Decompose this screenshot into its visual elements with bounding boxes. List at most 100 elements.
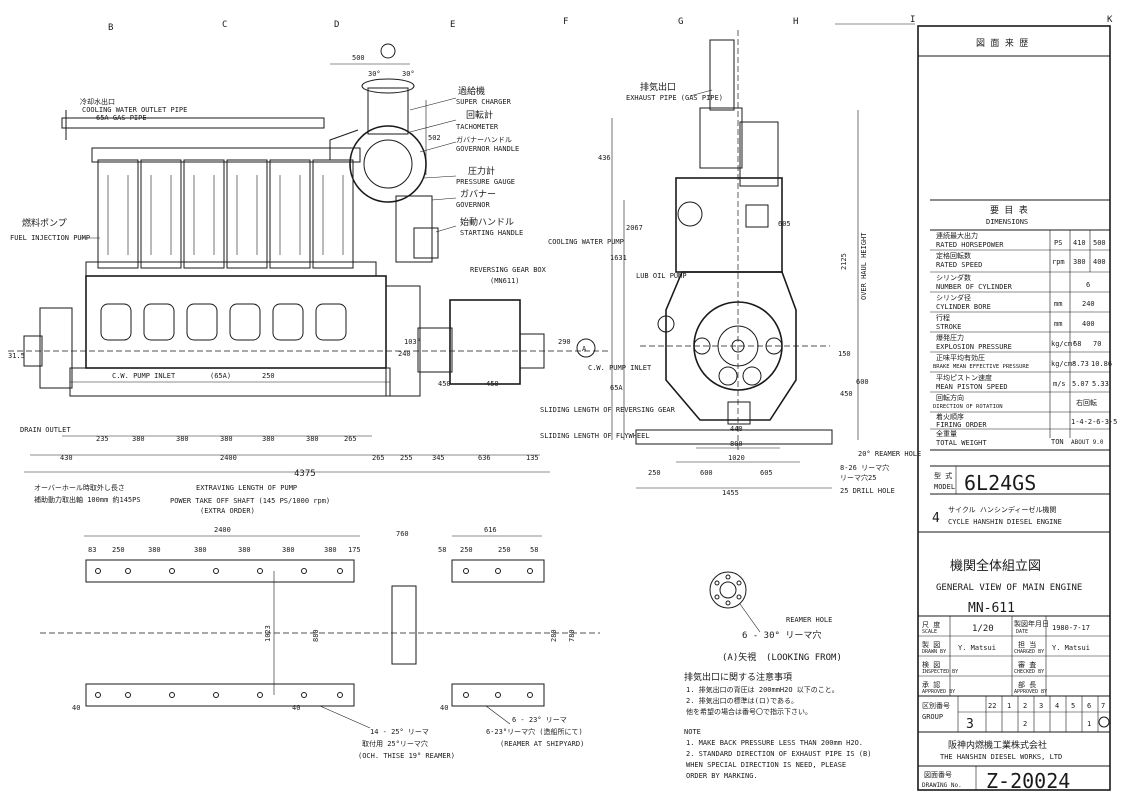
spec-row: 正味平均有効圧 BRAKE MEAN EFFECTIVE PRESSURE kg…: [930, 353, 1112, 373]
svg-text:8.73: 8.73: [1072, 360, 1089, 368]
svg-text:Y. Matsui: Y. Matsui: [958, 644, 996, 652]
svg-text:780: 780: [568, 629, 576, 642]
drawing-number: Z-20024: [986, 769, 1070, 793]
svg-text:リーマ穴25: リーマ穴25: [840, 473, 876, 482]
svg-text:DRAWN BY: DRAWN BY: [922, 649, 946, 655]
drawing-code: MN-611: [968, 601, 1015, 616]
svg-text:1: 1: [1087, 720, 1091, 728]
tacho-en: TACHOMETER: [456, 123, 499, 131]
front-view: 冷却水出口 COOLING WATER OUTLET PIPE 65A GAS …: [8, 43, 676, 515]
fuel-pump-jp: 燃料ポンプ: [22, 217, 67, 229]
svg-text:mm: mm: [1054, 300, 1062, 308]
svg-text:600: 600: [700, 469, 713, 477]
svg-text:83: 83: [88, 546, 96, 554]
svg-text:4: 4: [1055, 702, 1059, 710]
bolt-note-1: 14 - 25° リーマ: [370, 728, 429, 736]
grid-letter-c: C: [222, 20, 227, 30]
svg-text:2125: 2125: [840, 253, 848, 270]
side-view: 排気出口 EXHAUST PIPE (GAS PIPE) 436 2067 16…: [588, 30, 921, 497]
grid-letter-g: G: [678, 17, 683, 27]
view-a-flange: [709, 571, 747, 609]
svg-text:600: 600: [856, 378, 869, 386]
gear-rail-top: [451, 559, 545, 583]
svg-text:FIRING ORDER: FIRING ORDER: [936, 421, 987, 429]
svg-text:WHEN SPECIAL DIRECTION IS NEED: WHEN SPECIAL DIRECTION IS NEED, PLEASE: [686, 761, 846, 769]
svg-text:250: 250: [460, 546, 473, 554]
svg-text:kg/cm²: kg/cm²: [1051, 360, 1076, 368]
svg-text:345: 345: [432, 454, 445, 462]
title-block: 図 面 来 歴 要 目 表 DIMENSIONS 連続最大出力 RATED HO…: [917, 25, 1117, 793]
svg-text:製 図: 製 図: [922, 640, 940, 649]
svg-text:5.33: 5.33: [1092, 380, 1109, 388]
view-a-title-jp: (A)矢視: [722, 651, 756, 663]
spec-row: 回転方向 DIRECTION OF ROTATION 右回転: [930, 393, 1110, 413]
spec-row: シリンダ数 NUMBER OF CYLINDER 6: [930, 273, 1110, 293]
svg-text:265: 265: [372, 454, 385, 462]
notes-heading-jp: 排気出口に関する注意事項: [684, 671, 792, 683]
model-en: MODEL: [934, 483, 955, 491]
pressure-gauge-jp: 圧力計: [468, 165, 495, 177]
svg-text:定格回転数: 定格回転数: [936, 251, 971, 260]
tacho-jp: 回転計: [466, 109, 493, 121]
pressure-gauge-en: PRESSURE GAUGE: [456, 178, 515, 186]
svg-text:240: 240: [1082, 300, 1095, 308]
grid-letter-e: E: [450, 20, 455, 30]
svg-text:DRAWING No.: DRAWING No.: [922, 782, 962, 789]
grid-letter-f: F: [563, 17, 568, 27]
grid-letter-k: K: [1107, 15, 1113, 25]
svg-text:5.07: 5.07: [1072, 380, 1089, 388]
svg-text:440: 440: [730, 425, 743, 433]
svg-text:承 認: 承 認: [922, 680, 940, 689]
svg-text:m/s: m/s: [1053, 380, 1066, 388]
svg-text:CHARGED BY: CHARGED BY: [1014, 649, 1044, 655]
svg-text:NUMBER OF CYLINDER: NUMBER OF CYLINDER: [936, 283, 1013, 291]
svg-text:2400: 2400: [214, 526, 231, 534]
svg-text:回転方向: 回転方向: [936, 393, 964, 402]
view-a: REAMER HOLE 6 - 30° リーマ穴 (A)矢視 (LOOKING …: [709, 571, 842, 663]
svg-text:2067: 2067: [626, 224, 643, 232]
svg-text:INSPECTED BY: INSPECTED BY: [922, 669, 958, 675]
svg-text:APPROVED BY: APPROVED BY: [1014, 689, 1047, 695]
company-en: THE HANSHIN DIESEL WORKS, LTD: [940, 753, 1062, 761]
svg-text:爆発圧力: 爆発圧力: [936, 333, 964, 342]
svg-text:TOTAL WEIGHT: TOTAL WEIGHT: [936, 439, 987, 447]
svg-text:3: 3: [1039, 702, 1043, 710]
svg-text:30°: 30°: [402, 70, 415, 78]
svg-text:A: A: [582, 345, 587, 353]
svg-text:31.5: 31.5: [8, 352, 25, 360]
svg-text:GROUP: GROUP: [922, 713, 943, 721]
svg-text:審 査: 審 査: [1018, 660, 1036, 669]
svg-text:235: 235: [96, 435, 109, 443]
svg-text:380: 380: [148, 546, 161, 554]
svg-text:40: 40: [72, 704, 80, 712]
engine-type-en: CYCLE HANSHIN DIESEL ENGINE: [948, 518, 1062, 526]
svg-text:1: 1: [1007, 702, 1011, 710]
svg-text:250: 250: [112, 546, 125, 554]
svg-text:DIRECTION OF ROTATION: DIRECTION OF ROTATION: [933, 404, 1003, 410]
svg-text:右回転: 右回転: [1076, 398, 1097, 407]
svg-text:2: 2: [1023, 720, 1027, 728]
bed-rail-top: [85, 559, 355, 583]
reamer-note: 20° REAMER HOLE: [858, 450, 921, 458]
reversing-gear-en: REVERSING GEAR BOX: [470, 266, 547, 274]
svg-text:2. STANDARD DIRECTION OF EXHAU: 2. STANDARD DIRECTION OF EXHAUST PIPE IS…: [686, 750, 871, 758]
grid-letter-d: D: [334, 20, 339, 30]
svg-text:1/20: 1/20: [972, 624, 994, 634]
svg-text:380: 380: [306, 435, 319, 443]
notes-heading-en: NOTE: [684, 728, 701, 736]
cooling-outlet-pipe: [61, 117, 325, 129]
svg-text:6 - 30° リーマ穴: 6 - 30° リーマ穴: [742, 629, 821, 641]
spec-row: 全重量 TOTAL WEIGHT TON ABOUT 9.0: [930, 429, 1110, 451]
grid-letter-i: I: [910, 15, 915, 25]
side-bedplate: [635, 429, 833, 445]
svg-text:380: 380: [238, 546, 251, 554]
svg-text:製図年月日: 製図年月日: [1014, 619, 1049, 628]
svg-text:正味平均有効圧: 正味平均有効圧: [936, 353, 985, 362]
bolt-note-2: 6 - 23° リーマ: [512, 716, 567, 724]
svg-text:1023: 1023: [264, 625, 272, 642]
svg-text:部 長: 部 長: [1018, 680, 1036, 689]
side-oil-pump: LUB OIL PUMP: [636, 272, 687, 280]
cylinder-heads: [85, 147, 377, 277]
title-block-frame: [917, 25, 1111, 791]
